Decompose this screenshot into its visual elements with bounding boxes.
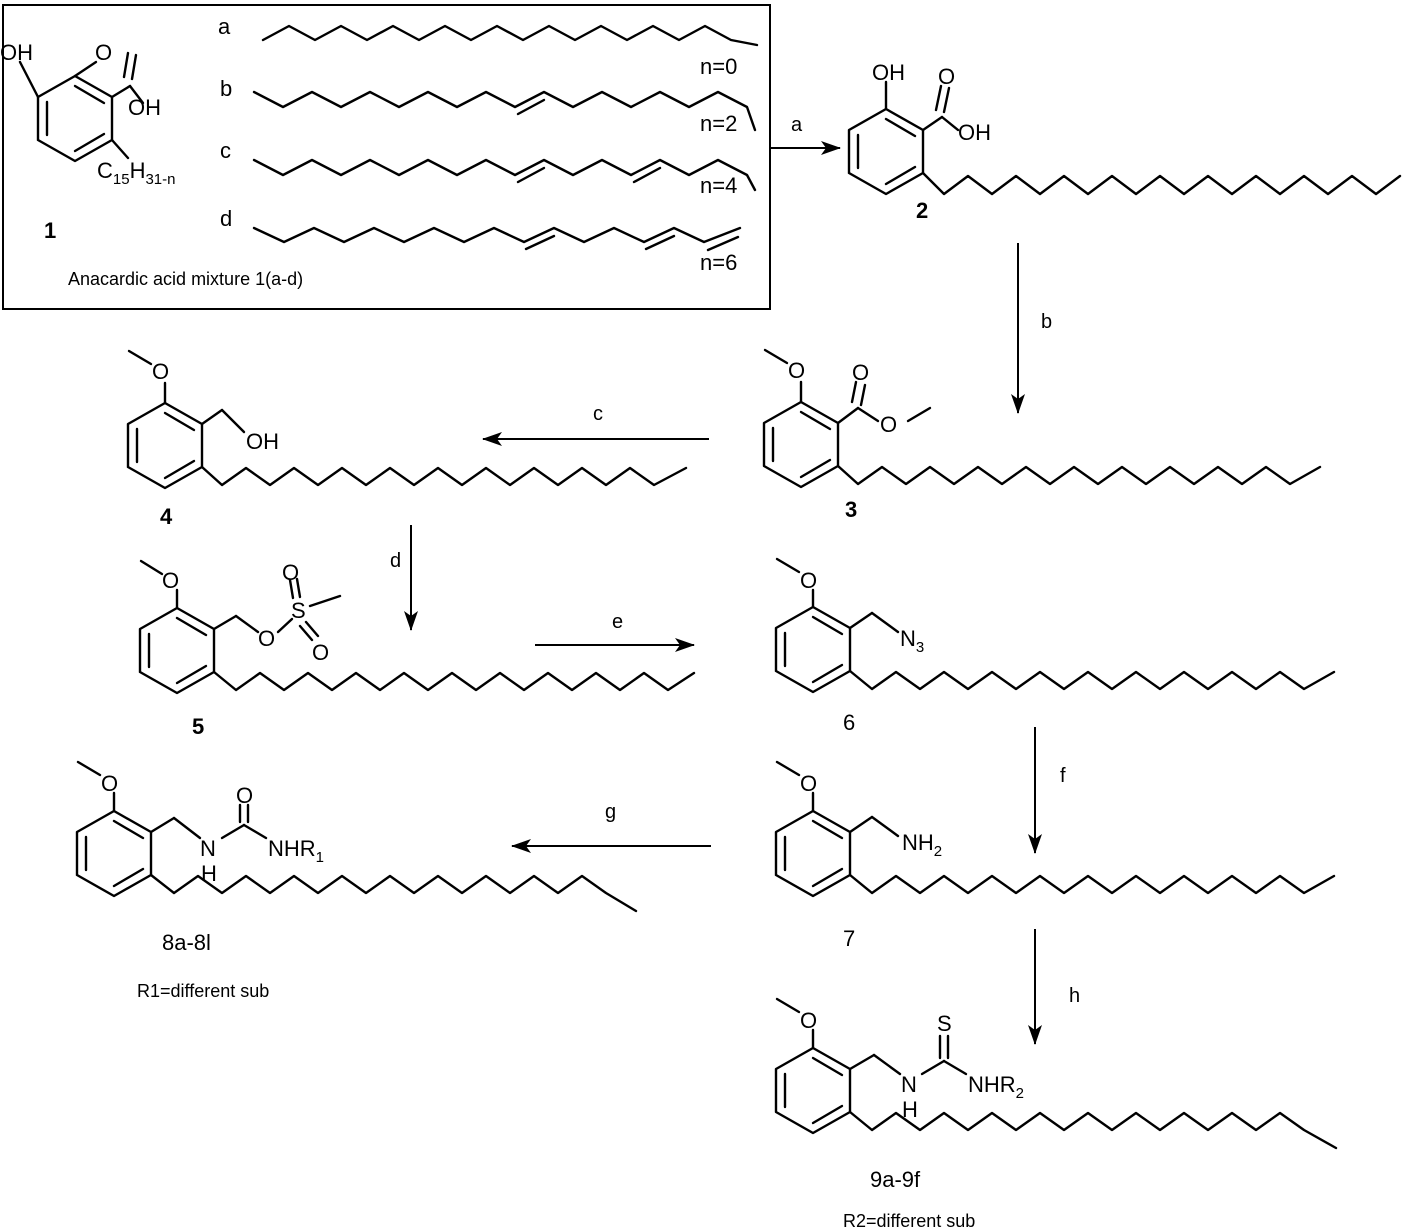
methoxy-oxygen-label: O bbox=[800, 568, 817, 593]
urea-oxygen-label: O bbox=[236, 783, 253, 808]
step-e-label: e bbox=[612, 611, 623, 633]
chain-variant-b: b n=2 bbox=[220, 76, 757, 136]
chain-formula-label: C15H31-n bbox=[97, 158, 176, 188]
r1-note: R1=different sub bbox=[137, 981, 269, 1001]
methoxy-oxygen-label: O bbox=[788, 358, 805, 383]
compound-1-structure: OH O OH C15H31-n 1 bbox=[0, 40, 176, 243]
variant-d-n-label: n=6 bbox=[700, 250, 737, 275]
arrow-f: f bbox=[1028, 727, 1066, 854]
arrow-d: d bbox=[390, 525, 418, 631]
acid-oh-label: OH bbox=[128, 95, 161, 120]
sulfur-label: S bbox=[291, 598, 306, 623]
sulfonyl-oxygen-top-label: O bbox=[282, 560, 299, 585]
chain-variant-c: c n=4 bbox=[220, 138, 757, 198]
thione-sulfur-label: S bbox=[937, 1011, 952, 1036]
compound-5-structure: O O S O O 5 bbox=[138, 559, 696, 739]
compound-6-label: 6 bbox=[843, 710, 855, 735]
methoxy-oxygen-label: O bbox=[800, 1008, 817, 1033]
carbonyl-oxygen-label: O bbox=[95, 40, 112, 65]
compound-3-label: 3 bbox=[845, 497, 857, 522]
step-b-label: b bbox=[1041, 311, 1052, 333]
hydroxyl-label: OH bbox=[0, 40, 33, 65]
anacardic-acid-box: OH O OH C15H31-n 1 Anacardic acid mixtur… bbox=[0, 4, 771, 310]
compound-9-structure: O S N H NHR2 9a-9f R2=different sub bbox=[774, 997, 1338, 1229]
acid-oh-label: OH bbox=[958, 120, 991, 145]
thiourea-nitrogen-label: N bbox=[901, 1072, 917, 1097]
step-h-label: h bbox=[1069, 985, 1080, 1007]
compound-4-structure: O OH 4 bbox=[126, 349, 688, 529]
step-g-label: g bbox=[605, 801, 616, 823]
methoxy-oxygen-label: O bbox=[800, 771, 817, 796]
chain-variant-d: d n=6 bbox=[220, 206, 742, 275]
urea-nitrogen-label: N bbox=[200, 836, 216, 861]
arrow-b: b bbox=[1011, 243, 1052, 414]
methoxy-oxygen-label: O bbox=[101, 771, 118, 796]
hydroxyl-label: OH bbox=[246, 429, 279, 454]
thiourea-nh-hydrogen-label: H bbox=[902, 1097, 918, 1122]
arrow-e: e bbox=[535, 611, 695, 652]
methoxy-oxygen-label: O bbox=[162, 568, 179, 593]
compound-2-label: 2 bbox=[916, 198, 928, 223]
variant-c-n-label: n=4 bbox=[700, 173, 737, 198]
methoxy-oxygen-label: O bbox=[152, 359, 169, 384]
variant-a-letter: a bbox=[218, 14, 231, 39]
step-f-label: f bbox=[1060, 765, 1066, 787]
azide-label: N3 bbox=[900, 626, 924, 656]
carbonyl-oxygen-label: O bbox=[852, 360, 869, 385]
compound-5-label: 5 bbox=[192, 714, 204, 739]
compound-8-label: 8a-8l bbox=[162, 930, 211, 955]
compound-2-structure: OH O OH 2 bbox=[847, 60, 1402, 223]
ester-oxygen-label: O bbox=[880, 412, 897, 437]
nhr1-label: NHR1 bbox=[268, 836, 324, 866]
urea-nh-hydrogen-label: H bbox=[201, 861, 217, 886]
nhr2-label: NHR2 bbox=[968, 1072, 1024, 1102]
arrow-a: a bbox=[770, 114, 841, 155]
compound-9-label: 9a-9f bbox=[870, 1167, 921, 1192]
amine-label: NH2 bbox=[902, 830, 942, 860]
variant-c-letter: c bbox=[220, 138, 231, 163]
mesylate-oxygen-label: O bbox=[258, 626, 275, 651]
r2-note: R2=different sub bbox=[843, 1211, 975, 1229]
compound-6-structure: O N3 6 bbox=[774, 557, 1336, 735]
variant-d-letter: d bbox=[220, 206, 232, 231]
step-d-label: d bbox=[390, 550, 401, 572]
step-c-label: c bbox=[593, 403, 603, 425]
compound-7-structure: O NH2 7 bbox=[774, 760, 1336, 951]
compound-7-label: 7 bbox=[843, 926, 855, 951]
arrow-g: g bbox=[511, 801, 711, 853]
variant-a-n-label: n=0 bbox=[700, 54, 737, 79]
compound-4-label: 4 bbox=[160, 504, 173, 529]
compound-1-label: 1 bbox=[44, 218, 56, 243]
compound-3-structure: O O O 3 bbox=[762, 348, 1322, 522]
chain-variant-a: a n=0 bbox=[218, 14, 759, 79]
carbonyl-oxygen-label: O bbox=[938, 64, 955, 89]
arrow-h: h bbox=[1028, 929, 1080, 1045]
mixture-caption: Anacardic acid mixture 1(a-d) bbox=[68, 269, 303, 289]
variant-b-letter: b bbox=[220, 76, 232, 101]
step-a-label: a bbox=[791, 114, 803, 136]
variant-b-n-label: n=2 bbox=[700, 111, 737, 136]
compound-8-structure: O O N H NHR1 8a-8l R1=different sub bbox=[75, 760, 638, 1001]
arrow-c: c bbox=[482, 403, 709, 446]
sulfonyl-oxygen-bottom-label: O bbox=[312, 640, 329, 665]
hydroxyl-label: OH bbox=[872, 60, 905, 85]
